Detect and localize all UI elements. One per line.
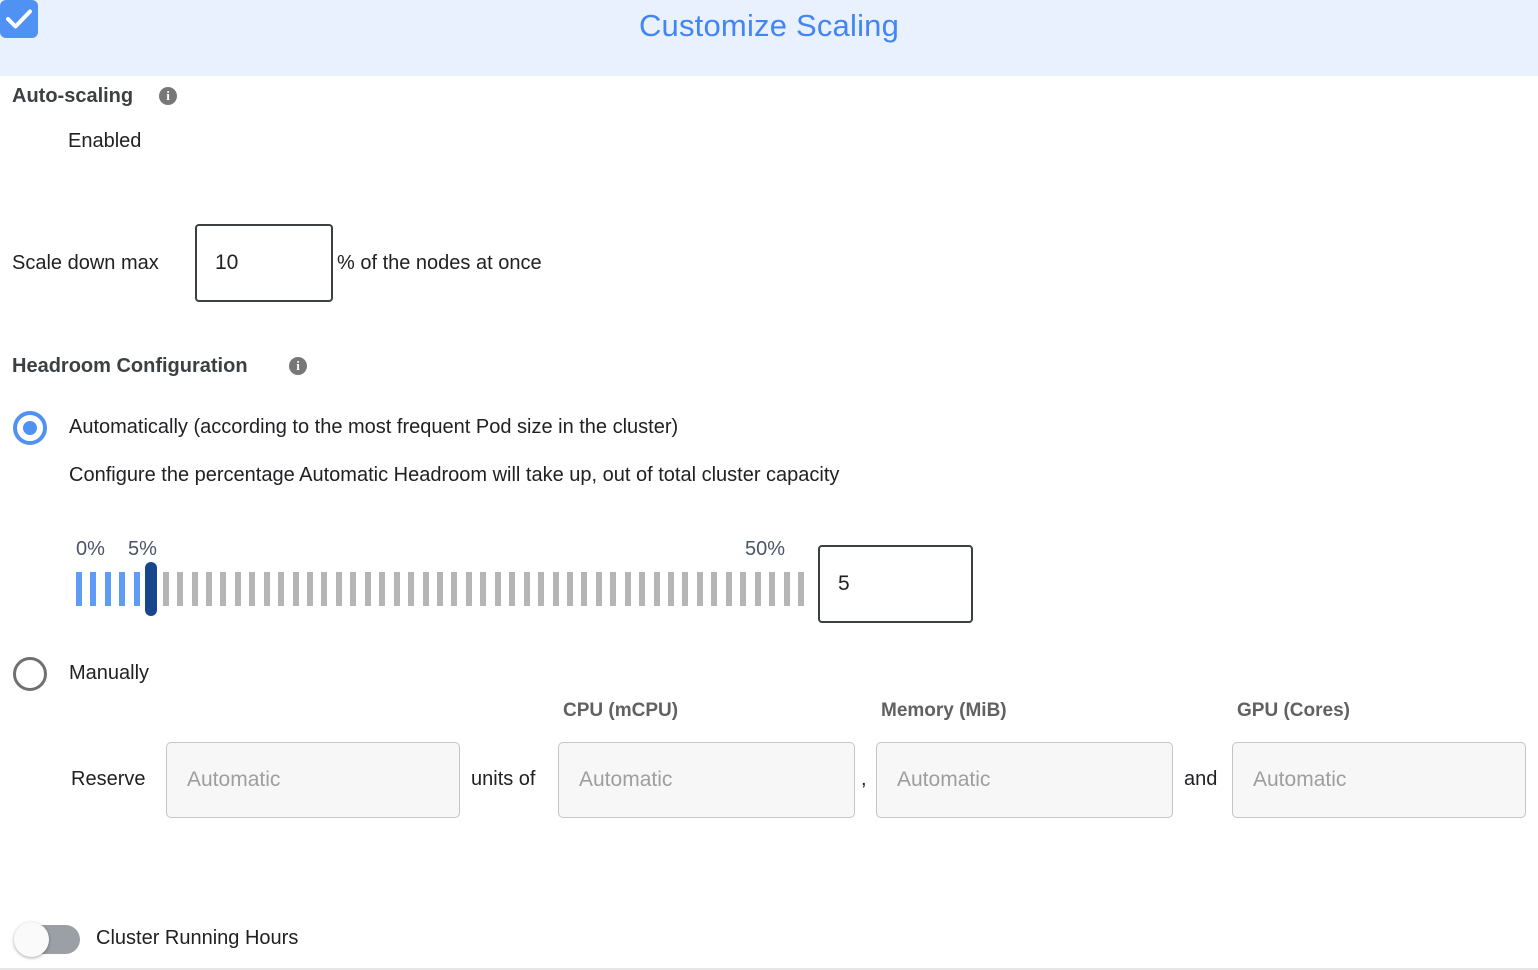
slider-tick [523,572,530,606]
dialog-header-band [0,0,1538,76]
auto-scaling-enabled-checkbox[interactable] [0,0,38,38]
bottom-divider [0,968,1538,970]
slider-tick [494,572,501,606]
slider-tick [263,572,270,606]
slider-tick [783,572,790,606]
reserve-units-input[interactable] [166,742,460,818]
slider-tick [133,572,140,606]
slider-tick [624,572,631,606]
slider-tick [798,572,804,606]
slider-tick [552,572,559,606]
check-icon [6,9,32,29]
headroom-configuration-section-label: Headroom Configuration [12,355,248,377]
slider-tick [307,572,314,606]
slider-tick [509,572,516,606]
slider-tick [408,572,415,606]
headroom-mode-manual-label: Manually [69,662,150,684]
slider-tick [422,572,429,606]
slider-tick [566,572,573,606]
slider-tick [335,572,342,606]
info-icon[interactable]: i [159,87,177,105]
headroom-mode-automatic-label: Automatically (according to the most fre… [69,416,679,438]
slider-tick [220,572,227,606]
slider-tick [740,572,747,606]
slider-min-label: 0% [76,538,105,560]
cluster-running-hours-toggle[interactable] [14,922,80,957]
slider-tick [682,572,689,606]
reserve-label: Reserve [71,768,146,790]
cluster-running-hours-label: Cluster Running Hours [96,927,299,949]
slider-tick [581,572,588,606]
column-header-gpu: GPU (Cores) [1237,700,1350,721]
scale-down-max-suffix-label: % of the nodes at once [337,252,542,274]
slider-tick [465,572,472,606]
slider-tick [754,572,761,606]
slider-tick [668,572,675,606]
slider-tick [711,572,718,606]
reserve-cpu-input[interactable] [558,742,855,818]
column-header-cpu: CPU (mCPU) [563,700,679,721]
slider-tick [350,572,357,606]
slider-max-label: 50% [745,538,786,560]
slider-tick [595,572,602,606]
slider-thumb[interactable] [145,562,158,616]
slider-current-label: 5% [128,538,157,560]
units-of-label: units of [471,768,536,790]
scale-down-max-input[interactable] [195,224,333,302]
slider-tick [364,572,371,606]
slider-tick [653,572,660,606]
headroom-percentage-input[interactable] [818,545,973,623]
slider-tick [393,572,400,606]
toggle-knob [14,922,49,957]
slider-tick [451,572,458,606]
slider-tick [90,572,97,606]
auto-scaling-enabled-label: Enabled [68,130,142,152]
auto-scaling-section-label: Auto-scaling [12,85,134,107]
comma-separator-label: , [861,768,867,790]
reserve-gpu-input[interactable] [1232,742,1526,818]
slider-tick [538,572,545,606]
headroom-mode-manual-radio[interactable] [13,657,47,691]
slider-tick [321,572,328,606]
headroom-automatic-description: Configure the percentage Automatic Headr… [69,464,840,486]
headroom-percentage-slider[interactable] [76,562,804,616]
slider-tick [639,572,646,606]
slider-tick [725,572,732,606]
slider-tick [191,572,198,606]
slider-tick [437,572,443,606]
slider-tick [162,572,169,606]
slider-tick [76,572,82,606]
info-icon[interactable]: i [289,357,307,375]
slider-tick [379,572,386,606]
slider-tick [292,572,299,606]
page-title: Customize Scaling [638,8,900,43]
scale-down-max-prefix-label: Scale down max [12,252,159,274]
slider-tick [104,572,111,606]
headroom-mode-automatic-radio[interactable] [13,411,47,445]
slider-tick [610,572,617,606]
slider-tick [234,572,241,606]
slider-tick [177,572,184,606]
column-header-memory: Memory (MiB) [881,700,1007,721]
slider-tick [696,572,703,606]
reserve-memory-input[interactable] [876,742,1173,818]
slider-tick [119,572,126,606]
and-separator-label: and [1184,768,1218,790]
slider-tick [278,572,285,606]
slider-tick [205,572,212,606]
slider-tick [249,572,256,606]
slider-tick [769,572,776,606]
slider-tick [480,572,487,606]
